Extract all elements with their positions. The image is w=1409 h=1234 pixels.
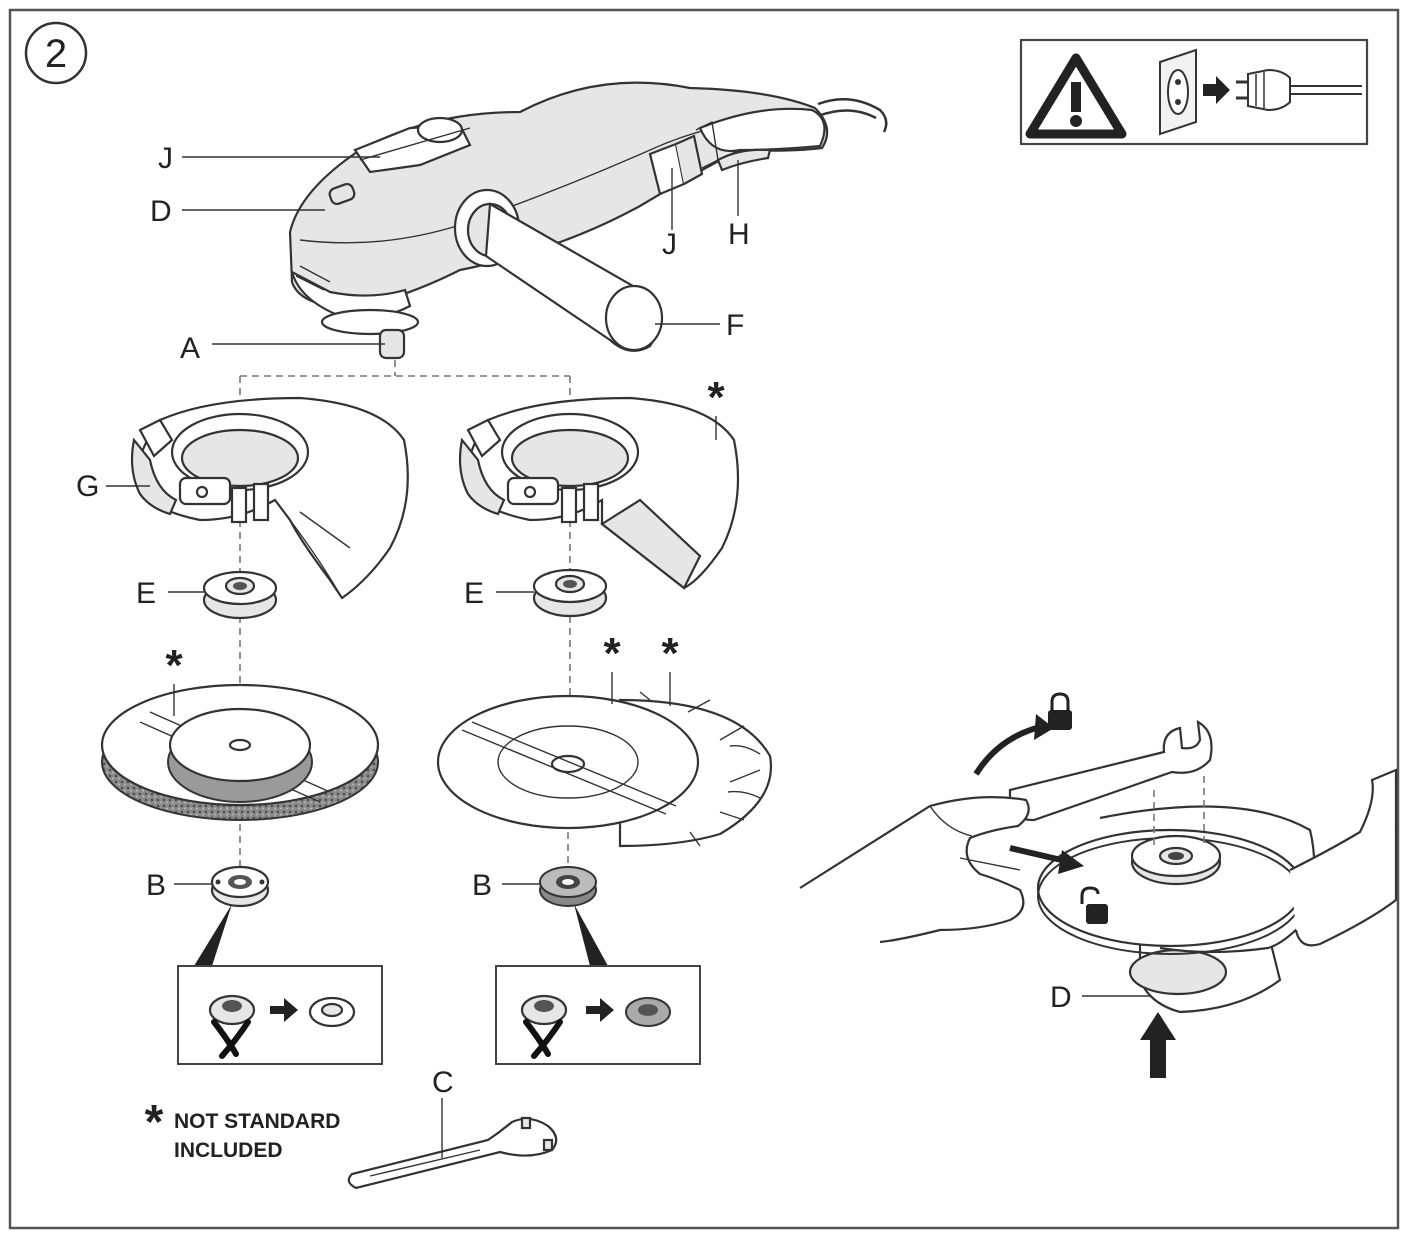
step-badge: 2 (24, 21, 88, 85)
label-spindle-lock-button-scene: D (1050, 981, 1072, 1014)
label-inner-flange-right: E (464, 577, 484, 610)
clamping-nut-left (210, 865, 270, 908)
not-included-mark-diamond-disc: * (661, 629, 679, 678)
label-switch-lock: J (158, 142, 173, 175)
unplug-warning-box (1019, 38, 1369, 146)
clamping-nut-right (539, 866, 597, 907)
padlock-closed-icon (1048, 692, 1072, 730)
label-inner-flange-left: E (136, 577, 156, 610)
label-switch-lock-rear: J (662, 228, 677, 261)
label-clamping-nut-left: B (146, 869, 166, 902)
label-side-handle: F (726, 309, 744, 342)
nut-orientation-box-right (495, 965, 701, 1065)
cut-off-disc (436, 694, 700, 830)
angle-grinder (288, 81, 888, 360)
power-cord (817, 98, 888, 133)
inner-flange-left (202, 570, 278, 620)
tightening-scene (799, 714, 1398, 1078)
label-guard: G (76, 470, 99, 503)
label-trigger: H (728, 218, 750, 251)
inner-flange-right (532, 568, 608, 618)
trigger-switch (716, 148, 772, 172)
label-pin-wrench: C (432, 1066, 454, 1099)
page-frame (8, 8, 1400, 1230)
legend-line1: NOT STANDARD (174, 1110, 340, 1133)
not-included-mark-guard: * (707, 373, 725, 422)
nut-orientation-box-left (177, 965, 383, 1065)
guard-right (458, 396, 740, 590)
pin-wrench (347, 1116, 558, 1190)
legend-not-included: * NOT STANDARD INCLUDED (145, 1096, 341, 1162)
legend-star: * (145, 1096, 164, 1149)
grinding-disc (100, 683, 380, 821)
label-spindle: A (180, 332, 200, 365)
spindle-lock-button (328, 182, 356, 206)
legend-line2: INCLUDED (174, 1139, 283, 1162)
not-included-mark-cut-off-disc: * (603, 629, 621, 678)
label-spindle-lock-button: D (150, 195, 172, 228)
not-included-mark-grinding-disc: * (165, 641, 183, 690)
rear-handle (698, 107, 826, 153)
padlock-open-icon (1080, 886, 1108, 924)
switch-lock-button (648, 120, 719, 196)
guard-left (130, 396, 409, 600)
warning-triangle-icon (1025, 53, 1127, 139)
side-handle (453, 188, 664, 352)
unplug-from-socket-icon (1159, 48, 1362, 136)
label-clamping-nut-right: B (472, 869, 492, 902)
step-number: 2 (45, 32, 67, 76)
